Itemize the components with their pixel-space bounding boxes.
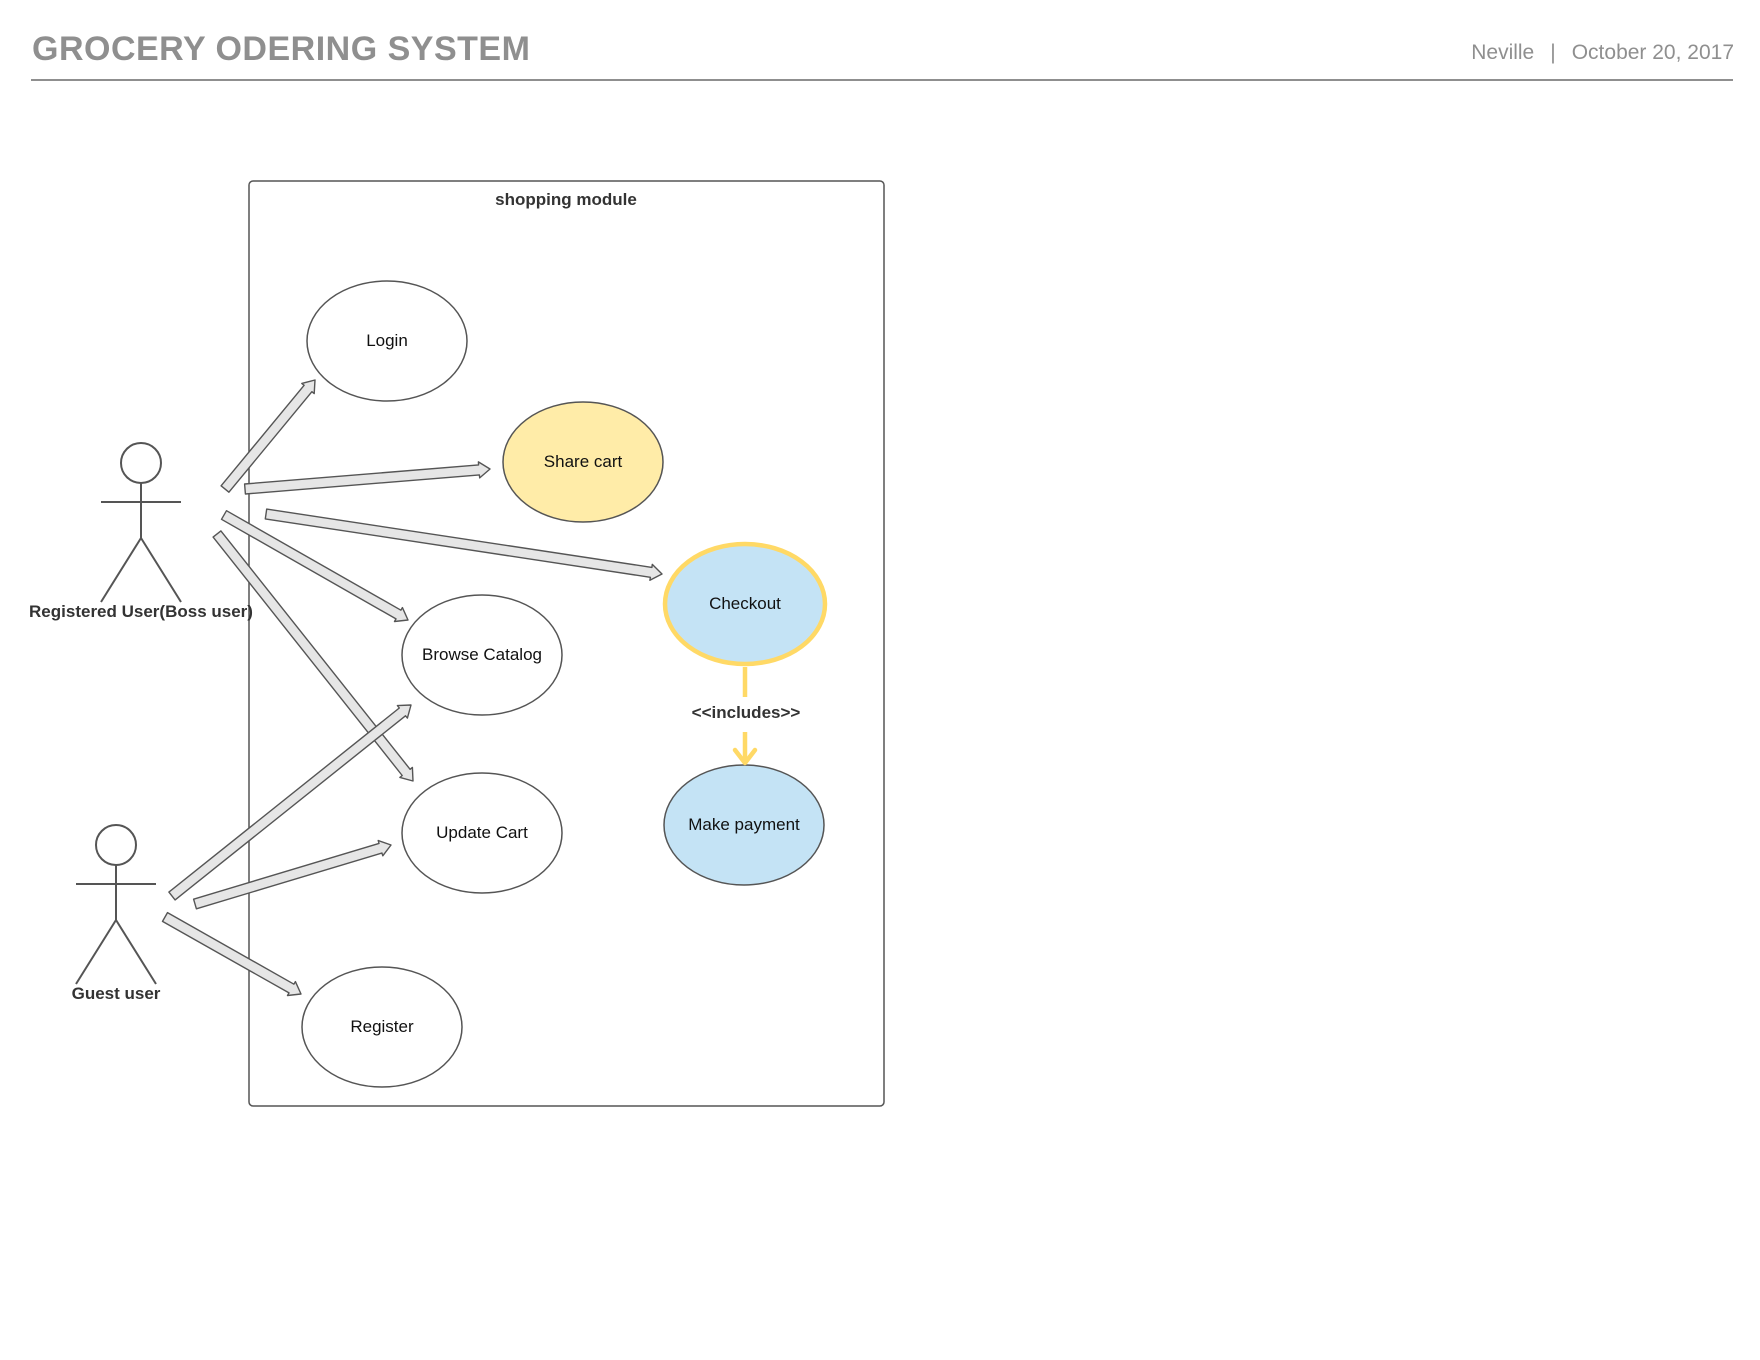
actor-registered-user-label: Registered User(Boss user) bbox=[29, 602, 253, 621]
use-case-update-cart[interactable]: Update Cart bbox=[401, 772, 563, 894]
actor-guest-head bbox=[95, 824, 137, 866]
document-date: October 20, 2017 bbox=[1571, 41, 1734, 64]
association-registered-update-cart[interactable] bbox=[212, 530, 414, 782]
use-case-share-cart[interactable]: Share cart bbox=[502, 401, 664, 523]
use-case-login-label: Login bbox=[366, 331, 408, 350]
association-registered-share-cart[interactable] bbox=[243, 461, 491, 495]
association-registered-browse-catalog[interactable] bbox=[220, 510, 409, 623]
use-case-make-payment[interactable]: Make payment bbox=[663, 764, 825, 886]
includes-arrowhead bbox=[732, 747, 758, 766]
system-boundary-label: shopping module bbox=[495, 190, 637, 209]
header-divider bbox=[31, 79, 1733, 81]
includes-label: <<includes>> bbox=[692, 703, 801, 722]
page-title: GROCERY ODERING SYSTEM bbox=[32, 30, 531, 68]
association-guest-browse-catalog[interactable] bbox=[168, 704, 412, 901]
association-guest-register[interactable] bbox=[161, 911, 302, 997]
use-case-share-cart-label: Share cart bbox=[544, 452, 623, 471]
use-case-checkout-label: Checkout bbox=[709, 594, 781, 613]
use-case-login[interactable]: Login bbox=[306, 280, 468, 402]
use-case-checkout[interactable]: Checkout bbox=[662, 541, 828, 667]
actor-registered-head bbox=[120, 442, 162, 484]
association-guest-update-cart[interactable] bbox=[192, 839, 392, 910]
use-case-register[interactable]: Register bbox=[301, 966, 463, 1088]
association-registered-login[interactable] bbox=[220, 379, 316, 493]
associations bbox=[161, 379, 663, 997]
header-meta: Neville | October 20, 2017 bbox=[1471, 41, 1734, 65]
use-case-browse-catalog[interactable]: Browse Catalog bbox=[401, 594, 563, 716]
use-case-make-payment-label: Make payment bbox=[688, 815, 800, 834]
includes-relationship[interactable]: <<includes>> bbox=[692, 667, 801, 766]
use-case-update-cart-label: Update Cart bbox=[436, 823, 528, 842]
actor-registered-user[interactable] bbox=[100, 442, 182, 603]
use-case-register-label: Register bbox=[350, 1017, 414, 1036]
use-case-browse-catalog-label: Browse Catalog bbox=[422, 645, 542, 664]
author-name: Neville bbox=[1471, 41, 1535, 64]
association-registered-checkout[interactable] bbox=[264, 508, 663, 581]
actor-guest-user[interactable] bbox=[75, 824, 157, 985]
actor-guest-user-label: Guest user bbox=[72, 984, 161, 1003]
header-separator: | bbox=[1550, 41, 1556, 64]
